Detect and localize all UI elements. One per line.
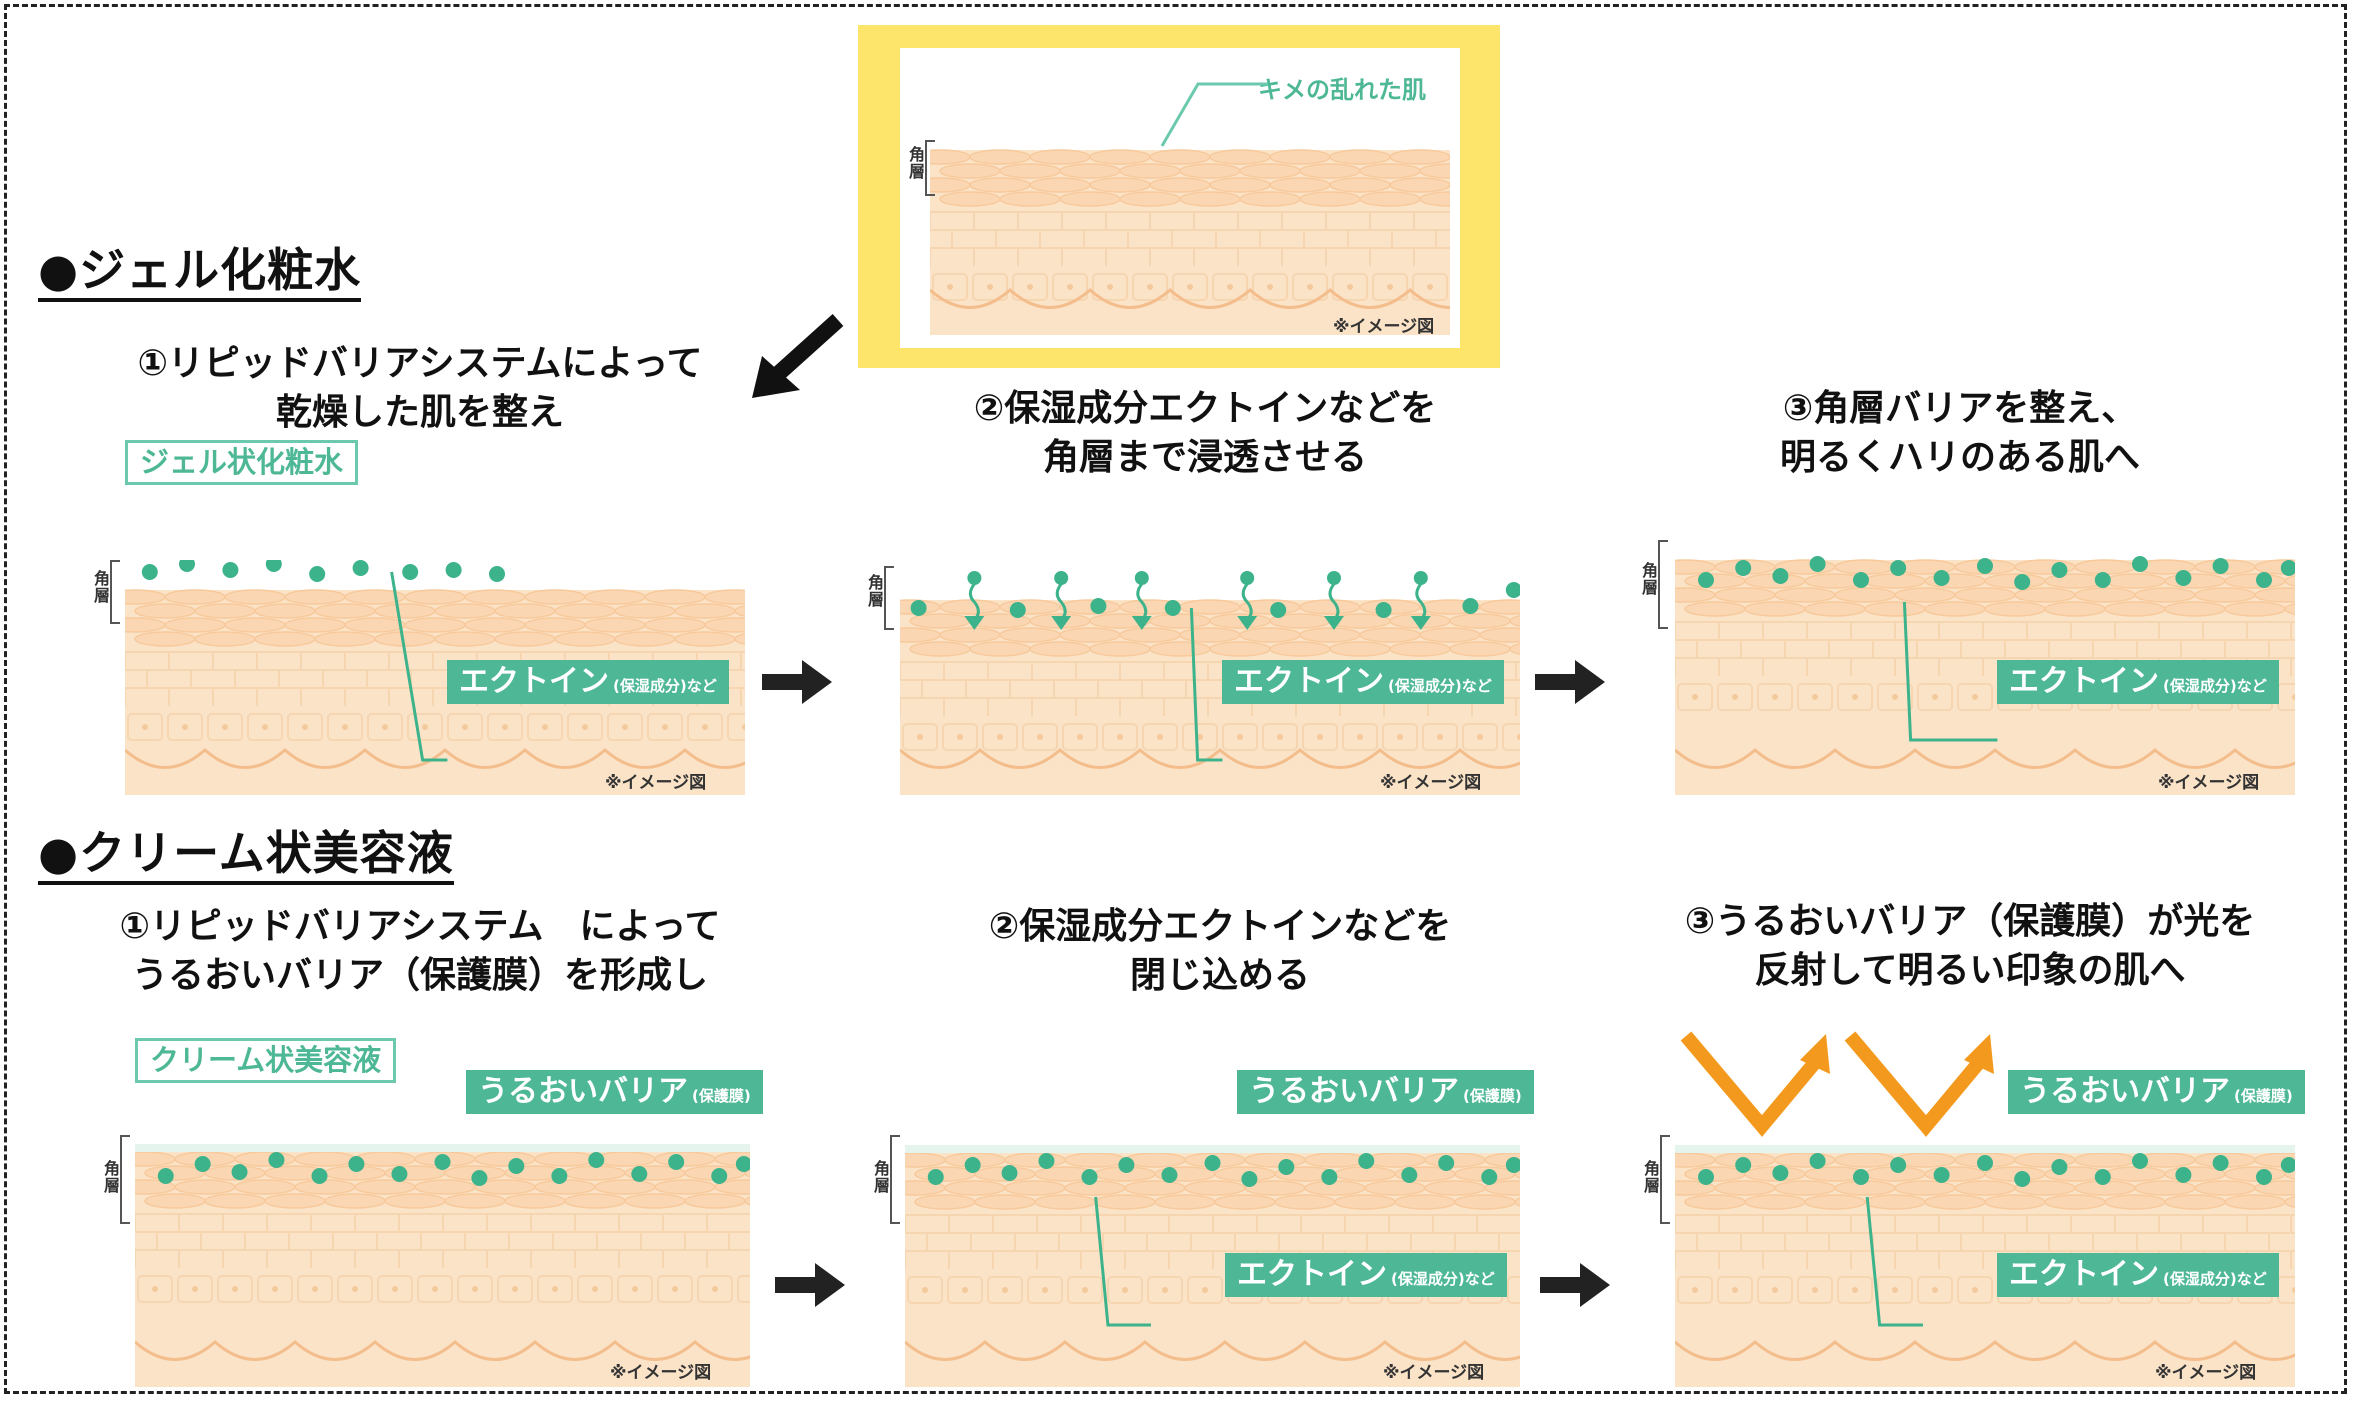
cream-step1-layer-bracket	[120, 1135, 130, 1224]
rough-skin-pointer	[1160, 82, 1268, 147]
cream-step-arrow-2	[1540, 1263, 1610, 1307]
cream-product-label: クリーム状美容液	[135, 1038, 397, 1083]
cream-step1-barrier-tag: うるおいバリア(保護膜)	[466, 1070, 763, 1114]
cream-step3-barrier-tag: うるおいバリア(保護膜)	[2008, 1070, 2305, 1114]
cream-caption-1-line2: うるおいバリア（保護膜）を形成し	[131, 954, 708, 996]
rough-skin-diagram	[930, 140, 1450, 335]
cream-step1-note: ※イメージ図	[610, 1363, 712, 1383]
cream-step2-note: ※イメージ図	[1383, 1363, 1485, 1383]
cream-caption-2-line1: ②保湿成分エクトインなどを	[988, 906, 1452, 947]
cream-section-title: ●クリーム状美容液	[38, 828, 454, 885]
cream-step2-barrier-tag: うるおいバリア(保護膜)	[1237, 1070, 1534, 1114]
gel-step-arrow-2	[1535, 660, 1605, 704]
dashed-frame	[4, 4, 2347, 1394]
cream-caption-1: ①リピッドバリアシステム によって うるおいバリア（保護膜）を形成し	[100, 903, 740, 1000]
cream-caption-2: ②保湿成分エクトインなどを 閉じ込める	[900, 903, 1540, 1000]
cream-step1-layer-label: 角層	[101, 1160, 120, 1194]
skin-layers	[930, 149, 1450, 335]
gel-caption-3-line2: 明るくハリのある肌へ	[1779, 436, 2140, 478]
skin-layers	[1675, 1145, 2295, 1387]
cream-caption-3-line2: 反射して明るい印象の肌へ	[1754, 949, 2186, 991]
cream-step3-layer-bracket	[1660, 1135, 1670, 1224]
gel-step2-layer-bracket	[884, 566, 894, 630]
cream-caption-3: ③うるおいバリア（保護膜）が光を 反射して明るい印象の肌へ	[1620, 898, 2320, 995]
gel-section-title: ●ジェル化粧水	[38, 245, 362, 302]
cream-step3-ectoin-tag: エクトイン(保湿成分)など	[1997, 1253, 2279, 1297]
skin-layers	[135, 1144, 750, 1387]
gel-caption-1-line1: ①リピッドバリアシステムによって	[137, 343, 703, 384]
gel-caption-2-line1: ②保湿成分エクトインなどを	[973, 388, 1437, 429]
gel-caption-2: ②保湿成分エクトインなどを 角層まで浸透させる	[880, 385, 1530, 482]
gel-step3-note: ※イメージ図	[2158, 773, 2260, 793]
gel-step3-layer-bracket	[1658, 540, 1668, 629]
cream-step3-note: ※イメージ図	[2155, 1363, 2257, 1383]
cream-caption-3-line1: ③うるおいバリア（保護膜）が光を	[1684, 901, 2256, 942]
cream-step2-ectoin-tag: エクトイン(保湿成分)など	[1225, 1253, 1507, 1297]
gel-product-label: ジェル状化粧水	[125, 440, 359, 485]
gel-caption-3: ③角層バリアを整え、 明るくハリのある肌へ	[1660, 385, 2260, 482]
rough-skin-label: キメの乱れた肌	[1258, 76, 1426, 104]
gel-caption-3-line1: ③角層バリアを整え、	[1782, 388, 2138, 429]
image-note: ※イメージ図	[1333, 317, 1435, 337]
gel-step1-ectoin-tag: エクトイン(保湿成分)など	[447, 660, 729, 704]
gel-step2-note: ※イメージ図	[1380, 773, 1482, 793]
big-down-left-arrow	[752, 314, 844, 398]
gel-step3-layer-label: 角層	[1639, 562, 1658, 596]
cream-step3-layer-label: 角層	[1641, 1160, 1660, 1194]
layer-label: 角層	[906, 146, 925, 180]
gel-caption-1: ①リピッドバリアシステムによって 乾燥した肌を整え	[120, 340, 720, 437]
gel-step2-layer-label: 角層	[865, 574, 884, 608]
gel-step1-note: ※イメージ図	[605, 773, 707, 793]
cream-caption-1-line1: ①リピッドバリアシステム によって	[119, 906, 721, 947]
cream-caption-2-line2: 閉じ込める	[1129, 954, 1310, 996]
cream-step2-layer-bracket	[890, 1135, 900, 1224]
cream-step2-layer-label: 角層	[871, 1160, 890, 1194]
gel-caption-1-line2: 乾燥した肌を整え	[275, 391, 564, 433]
gel-step-arrow-1	[762, 660, 832, 704]
gel-step1-layer-label: 角層	[91, 570, 110, 604]
cream-step-arrow-1	[775, 1263, 845, 1307]
gel-step3-ectoin-tag: エクトイン(保湿成分)など	[1997, 660, 2279, 704]
light-reflection-arrows	[1680, 1031, 1994, 1137]
cream-step3-diagram	[1675, 1125, 2295, 1387]
gel-step1-layer-bracket	[110, 560, 120, 624]
cream-step1-diagram	[135, 1112, 750, 1387]
gel-caption-2-line2: 角層まで浸透させる	[1042, 436, 1367, 478]
layer-bracket	[925, 140, 935, 196]
gel-step2-ectoin-tag: エクトイン(保湿成分)など	[1222, 660, 1504, 704]
